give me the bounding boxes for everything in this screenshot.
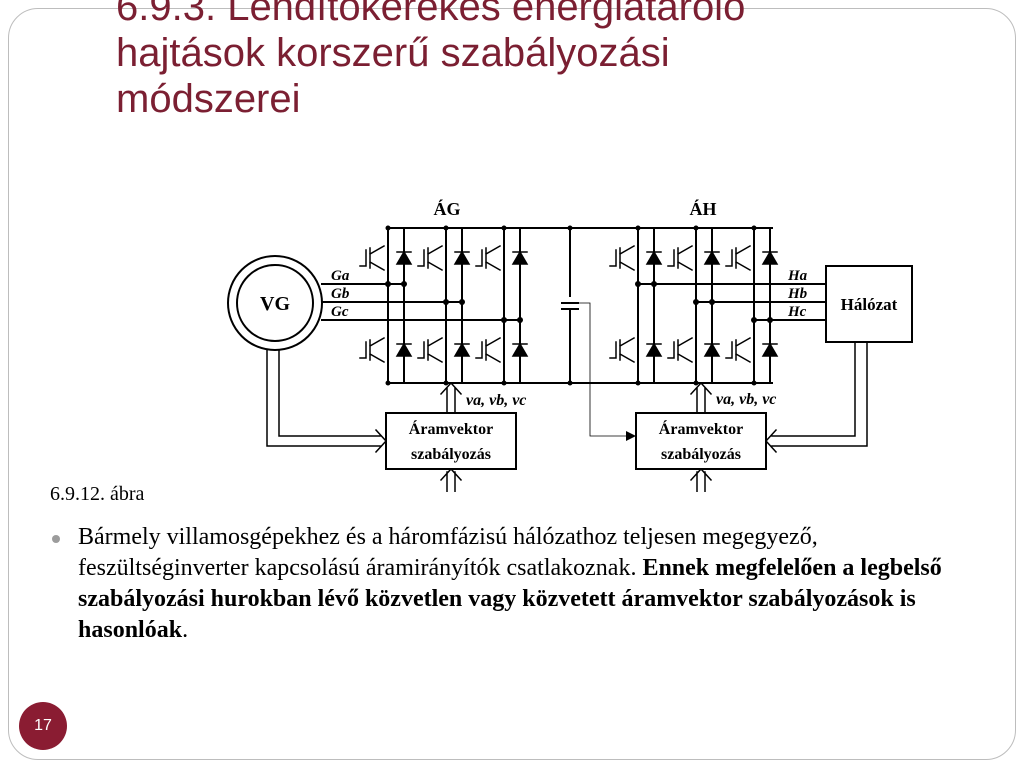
controller-left-line1: Áramvektor — [409, 419, 493, 438]
title-line-2: hajtások korszerű szabályozási — [116, 31, 670, 75]
voltages-label-left: va, vb, vc — [466, 392, 526, 409]
converter-left-label: ÁG — [434, 198, 461, 219]
bullet-dot-icon — [52, 535, 60, 543]
bullet-text-end: . — [182, 617, 189, 643]
controller-left-line2: szabályozás — [411, 446, 491, 463]
bullet-text-bold: Ennek megfelelően a legbelső szabályozás… — [78, 555, 942, 643]
bullet-text-normal: Bármely villamosgépekhez és a háromfázis… — [78, 524, 818, 581]
bullet-item: Bármely villamosgépekhez és a háromfázis… — [50, 522, 970, 646]
title-line-1: 6.9.3. Lendítőkerekes energiatároló — [116, 0, 746, 29]
voltages-label-right: va, vb, vc — [716, 391, 776, 408]
bullet-list: Bármely villamosgépekhez és a háromfázis… — [50, 522, 970, 646]
phase-label-ha: Ha — [787, 268, 808, 284]
controller-right-line1: Áramvektor — [659, 419, 743, 438]
generator-label: VG — [260, 293, 290, 315]
converter-diagram: VG ÁG ÁH Ga Gb Gc Ha Hb Hc Hálózat va, v… — [227, 198, 913, 492]
title-line-3: módszerei — [116, 77, 301, 121]
phase-label-gb: Gb — [331, 286, 350, 302]
controller-right-line2: szabályozás — [661, 446, 741, 463]
figure-caption: 6.9.12. ábra — [50, 483, 145, 505]
phase-label-hb: Hb — [787, 286, 808, 302]
grid-label: Hálózat — [841, 295, 898, 314]
page-number-badge: 17 — [19, 702, 67, 750]
phase-label-gc: Gc — [331, 304, 349, 320]
slide-title: 6.9.3. Lendítőkerekes energiatároló hajt… — [116, 0, 936, 122]
phase-label-hc: Hc — [787, 304, 807, 320]
converter-right-label: ÁH — [690, 198, 717, 219]
slide-frame — [8, 8, 1016, 760]
phase-label-ga: Ga — [331, 268, 350, 284]
